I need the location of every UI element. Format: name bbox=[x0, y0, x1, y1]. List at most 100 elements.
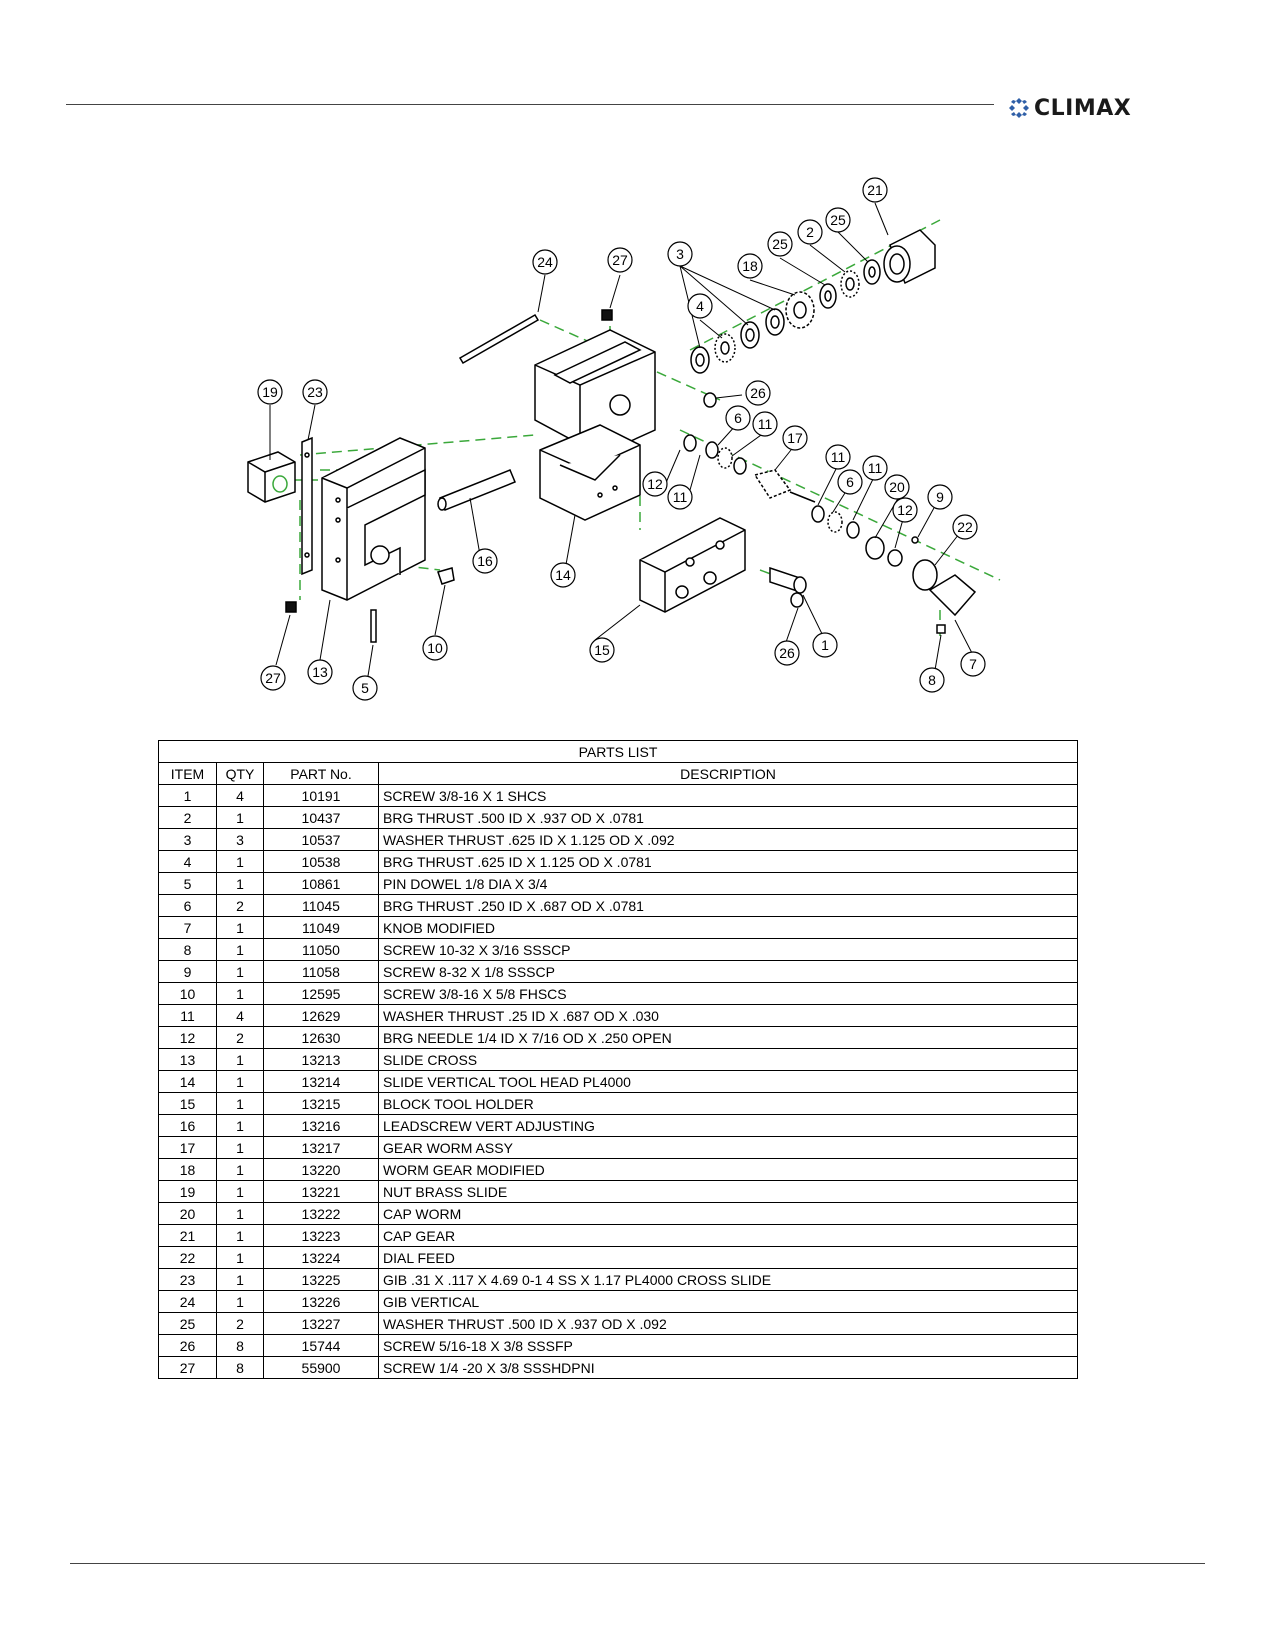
svg-text:1: 1 bbox=[821, 637, 829, 653]
climax-logo-icon bbox=[1009, 98, 1029, 118]
cell-description: WASHER THRUST .25 ID X .687 OD X .030 bbox=[378, 1004, 1078, 1027]
cell-qty: 1 bbox=[216, 850, 264, 873]
callout-14: 14 bbox=[550, 562, 576, 588]
cell-item: 19 bbox=[158, 1180, 217, 1203]
callout-21: 21 bbox=[862, 177, 888, 203]
logo-text: CLIMAX bbox=[1034, 95, 1132, 121]
callout-27-bottom: 27 bbox=[260, 665, 286, 691]
callouts: 19 23 24 27 3 4 18 25 2 25 21 26 6 11 17… bbox=[257, 177, 986, 701]
part-27-screw-bottom bbox=[285, 601, 297, 613]
cell-qty: 2 bbox=[216, 1026, 264, 1049]
cell-part-no: 10437 bbox=[263, 806, 379, 829]
cell-part-no: 11045 bbox=[263, 894, 379, 917]
svg-text:19: 19 bbox=[262, 384, 278, 400]
cell-description: SCREW 8-32 X 1/8 SSSCP bbox=[378, 960, 1078, 983]
parts-list-table: PARTS LIST ITEM QTY PART No. DESCRIPTION… bbox=[158, 740, 1078, 1379]
cell-qty: 1 bbox=[216, 1180, 264, 1203]
header-item: ITEM bbox=[158, 762, 217, 785]
callout-23: 23 bbox=[302, 379, 328, 405]
svg-text:12: 12 bbox=[647, 476, 663, 492]
svg-text:3: 3 bbox=[676, 246, 684, 262]
cell-description: GEAR WORM ASSY bbox=[378, 1136, 1078, 1159]
cell-part-no: 10537 bbox=[263, 828, 379, 851]
cell-item: 6 bbox=[158, 894, 217, 917]
cell-qty: 1 bbox=[216, 1070, 264, 1093]
callout-2: 2 bbox=[797, 219, 823, 245]
callout-5: 5 bbox=[352, 675, 378, 701]
cell-part-no: 13227 bbox=[263, 1312, 379, 1335]
cell-qty: 1 bbox=[216, 1114, 264, 1137]
callout-9: 9 bbox=[927, 484, 953, 510]
cell-part-no: 10861 bbox=[263, 872, 379, 895]
cell-part-no: 12630 bbox=[263, 1026, 379, 1049]
cell-description: BRG THRUST .625 ID X 1.125 OD X .0781 bbox=[378, 850, 1078, 873]
cell-part-no: 13223 bbox=[263, 1224, 379, 1247]
cell-description: SCREW 3/8-16 X 1 SHCS bbox=[378, 784, 1078, 807]
callout-8: 8 bbox=[919, 667, 945, 693]
svg-text:22: 22 bbox=[957, 519, 973, 535]
cell-description: BRG NEEDLE 1/4 ID X 7/16 OD X .250 OPEN bbox=[378, 1026, 1078, 1049]
cell-description: NUT BRASS SLIDE bbox=[378, 1180, 1078, 1203]
cell-description: SCREW 3/8-16 X 5/8 FHSCS bbox=[378, 982, 1078, 1005]
upper-bearing-stack bbox=[690, 229, 936, 374]
cell-description: SCREW 5/16-18 X 3/8 SSSFP bbox=[378, 1334, 1078, 1357]
cell-item: 1 bbox=[158, 784, 217, 807]
part-13-slide-cross bbox=[321, 437, 426, 601]
cell-item: 15 bbox=[158, 1092, 217, 1115]
cell-part-no: 13220 bbox=[263, 1158, 379, 1181]
cell-description: SCREW 1/4 -20 X 3/8 SSSHDPNI bbox=[378, 1356, 1078, 1379]
cell-item: 2 bbox=[158, 806, 217, 829]
cell-item: 10 bbox=[158, 982, 217, 1005]
cell-description: KNOB MODIFIED bbox=[378, 916, 1078, 939]
cell-qty: 1 bbox=[216, 1202, 264, 1225]
cell-qty: 1 bbox=[216, 1048, 264, 1071]
cell-description: GIB .31 X .117 X 4.69 0-1 4 SS X 1.17 PL… bbox=[378, 1268, 1078, 1291]
callout-1: 1 bbox=[812, 632, 838, 658]
cell-item: 25 bbox=[158, 1312, 217, 1335]
svg-text:27: 27 bbox=[612, 252, 628, 268]
cell-item: 18 bbox=[158, 1158, 217, 1181]
cell-part-no: 12629 bbox=[263, 1004, 379, 1027]
cell-qty: 1 bbox=[216, 1158, 264, 1181]
cell-item: 14 bbox=[158, 1070, 217, 1093]
cell-description: CAP GEAR bbox=[378, 1224, 1078, 1247]
callout-15: 15 bbox=[589, 637, 615, 663]
callout-12-a: 12 bbox=[642, 471, 668, 497]
callout-12-b: 12 bbox=[892, 497, 918, 523]
svg-text:21: 21 bbox=[867, 182, 883, 198]
part-16-leadscrew bbox=[437, 469, 516, 511]
cell-qty: 1 bbox=[216, 1136, 264, 1159]
svg-text:13: 13 bbox=[312, 664, 328, 680]
svg-text:11: 11 bbox=[831, 449, 846, 465]
cell-part-no: 13224 bbox=[263, 1246, 379, 1269]
svg-text:5: 5 bbox=[361, 680, 369, 696]
svg-text:4: 4 bbox=[696, 298, 704, 314]
cell-qty: 1 bbox=[216, 1246, 264, 1269]
header-rule bbox=[66, 104, 994, 105]
callout-26-bottom: 26 bbox=[774, 640, 800, 666]
callout-17: 17 bbox=[782, 425, 808, 451]
part-15-block-tool-holder bbox=[639, 517, 746, 613]
svg-text:9: 9 bbox=[936, 489, 944, 505]
cell-qty: 4 bbox=[216, 1004, 264, 1027]
svg-text:17: 17 bbox=[787, 430, 803, 446]
cell-qty: 2 bbox=[216, 894, 264, 917]
cell-description: DIAL FEED bbox=[378, 1246, 1078, 1269]
cell-qty: 1 bbox=[216, 1290, 264, 1313]
callout-25-a: 25 bbox=[767, 231, 793, 257]
svg-text:15: 15 bbox=[594, 642, 610, 658]
cell-item: 23 bbox=[158, 1268, 217, 1291]
cell-part-no: 13215 bbox=[263, 1092, 379, 1115]
